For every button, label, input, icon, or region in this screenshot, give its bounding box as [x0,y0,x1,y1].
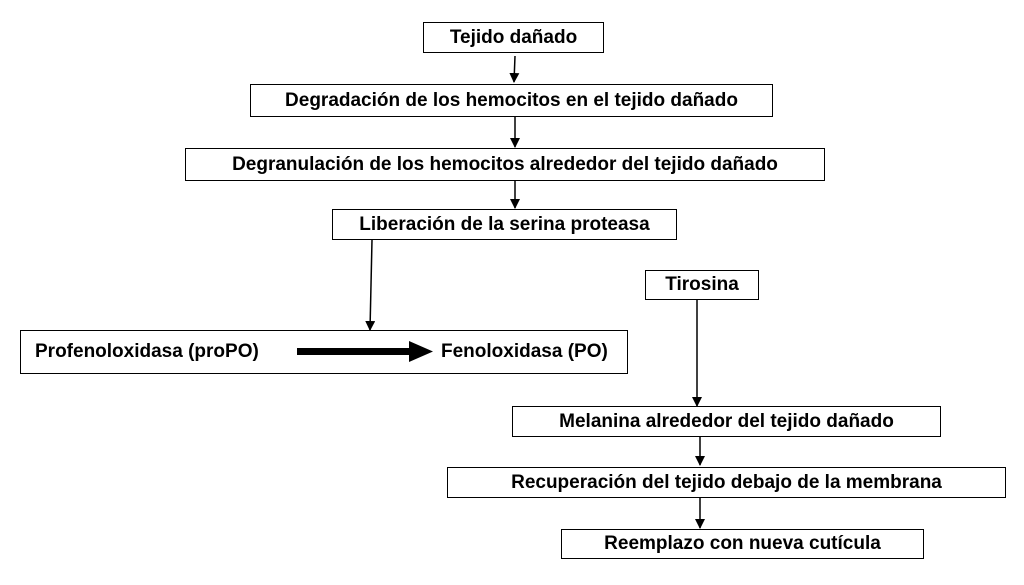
node-recuperacion-tejido: Recuperación del tejido debajo de la mem… [447,467,1006,498]
arrow-liberacion-to-propo [365,239,376,331]
node-degradacion-hemocitos: Degradación de los hemocitos en el tejid… [250,84,773,117]
node-liberacion-serina-proteasa: Liberación de la serina proteasa [332,209,677,240]
node-degranulacion-hemocitos: Degranulación de los hemocitos alrededor… [185,148,825,181]
label-propo: Profenoloxidasa (proPO) [35,341,259,362]
node-reemplazo-cuticula: Reemplazo con nueva cutícula [561,529,924,559]
arrow-tejido-to-degradacion [509,55,520,83]
node-melanina: Melanina alrededor del tejido dañado [512,406,941,437]
conversion-arrow [297,341,433,362]
node-tirosina: Tirosina [645,270,759,300]
conversion-arrow-head [409,341,433,362]
label-po: Fenoloxidasa (PO) [441,341,608,362]
conversion-arrow-shaft [297,348,413,355]
node-tejido-danado: Tejido dañado [423,22,604,53]
node-profenoloxidasa: Profenoloxidasa (proPO) Fenoloxidasa (PO… [20,330,628,374]
